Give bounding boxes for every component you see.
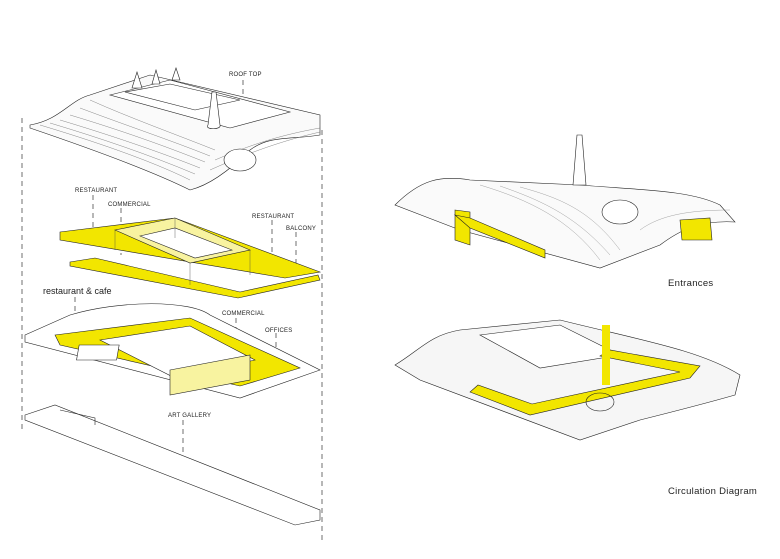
label-restaurant-right: RESTAURANT [252,214,295,220]
label-commercial-upper: COMMERCIAL [108,202,151,208]
roof-level [29,67,321,191]
entrances-title: Entrances [668,278,714,289]
label-roof-top: ROOF TOP [229,72,262,78]
art-gallery-level [24,404,321,526]
label-offices: OFFICES [265,328,293,334]
label-balcony: BALCONY [286,226,317,232]
circulation-drawing [394,319,741,441]
entrances-drawing [394,134,736,269]
label-commercial-lower: COMMERCIAL [222,311,265,317]
label-restaurant-left: RESTAURANT [75,188,118,194]
label-restaurant-cafe: restaurant & cafe [43,286,112,296]
lower-floor-level [24,303,321,399]
upper-floor-level [59,217,322,299]
circulation-title: Circulation Diagram [668,486,758,497]
label-art-gallery: ART GALLERY [168,413,212,419]
